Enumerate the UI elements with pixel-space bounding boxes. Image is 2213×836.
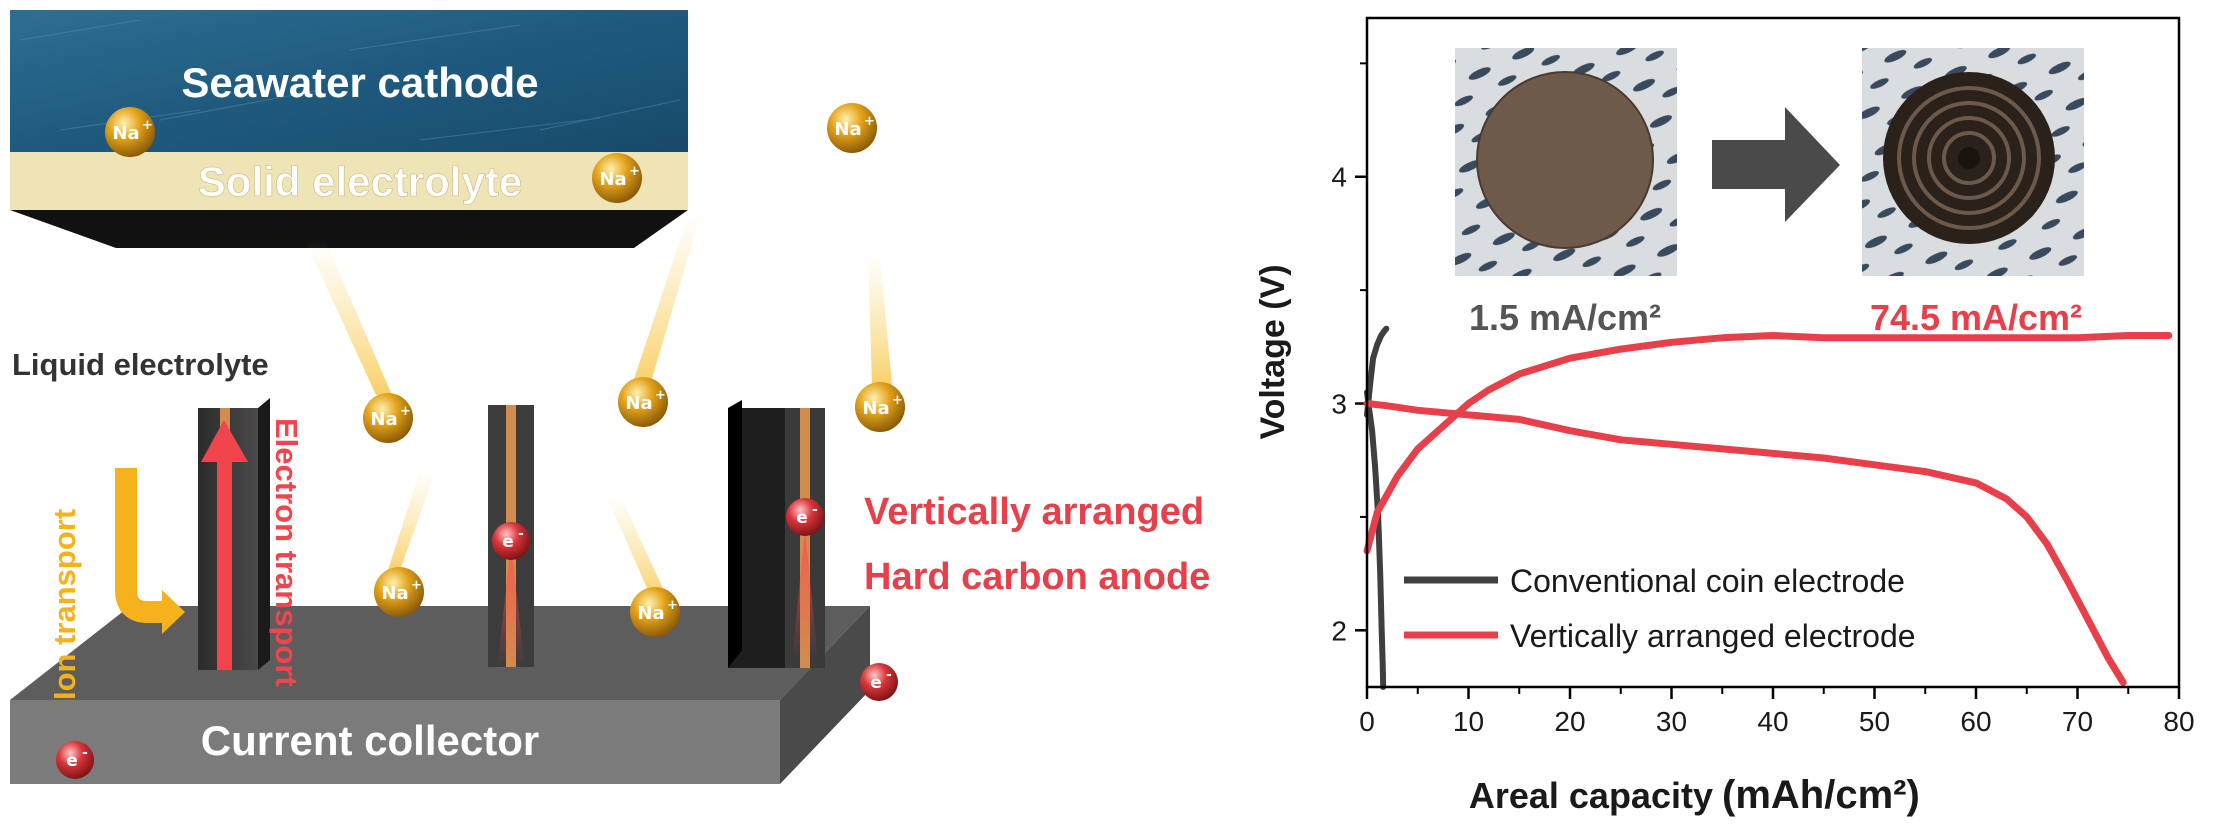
electron-transport-label: Electron transport	[269, 418, 304, 687]
vertical-curve-charge	[1363, 332, 2173, 555]
x-tick-label: 60	[1960, 706, 1991, 737]
electron-charge: -	[82, 745, 88, 761]
electron-charge: -	[812, 502, 818, 518]
na-ion-charge: +	[400, 404, 411, 419]
x-axis-unit: (mAh/cm²)	[1722, 773, 1920, 817]
chart: 2 3 4 0 10 20 30 40 50 60 70 80 1.5 mA/cm² 74.5 mA…	[1254, 16, 2195, 817]
x-tick-label: 0	[1359, 706, 1375, 737]
na-ion-charge: +	[655, 388, 666, 403]
na-ion: Na +	[630, 587, 680, 637]
electron: e -	[492, 522, 530, 560]
ion-transport-label: Ion transport	[47, 509, 82, 700]
na-ion-text: Na	[599, 169, 626, 190]
x-tick-label: 10	[1453, 706, 1484, 737]
current-collector-label: Current collector	[201, 717, 539, 764]
legend-label-conventional: Conventional coin electrode	[1510, 563, 1905, 599]
x-axis-label: Areal capacity	[1469, 775, 1713, 816]
seawater-cathode-label: Seawater cathode	[181, 59, 538, 106]
electron-charge: -	[886, 667, 892, 683]
x-tick-label: 50	[1859, 706, 1890, 737]
plot-frame	[1365, 16, 2181, 689]
rolled-electrode-spiral	[1883, 72, 2055, 244]
x-tick-label: 80	[2163, 706, 2194, 737]
ion-transport-arrow	[115, 468, 185, 634]
na-ion-charge: +	[411, 578, 422, 593]
na-ion: Na +	[374, 567, 424, 617]
x-tick-label: 70	[2062, 706, 2093, 737]
electron: e -	[56, 741, 94, 779]
electron-transport-arrow	[201, 420, 248, 670]
y-axis-label: Voltage (V)	[1254, 264, 1292, 439]
inset-label-left: 1.5 mA/cm²	[1469, 297, 1661, 338]
na-ion: Na +	[105, 107, 155, 157]
na-ion-text: Na	[625, 393, 652, 414]
x-tick-label: 20	[1554, 706, 1585, 737]
electron-charge: -	[518, 526, 524, 542]
y-axis: 2 3 4	[1331, 62, 1367, 646]
na-ion-text: Na	[834, 119, 861, 140]
liquid-electrolyte-label: Liquid electrolyte	[12, 347, 269, 382]
na-ion: Na +	[363, 393, 413, 443]
x-tick-label: 30	[1656, 706, 1687, 737]
electron-text: e	[502, 532, 514, 552]
inset-label-right: 74.5 mA/cm²	[1870, 297, 2082, 338]
na-ion: Na +	[592, 153, 642, 203]
inset-photos: 1.5 mA/cm² 74.5 mA/cm²	[1455, 48, 2084, 338]
electron-text: e	[66, 751, 78, 771]
anode-label-line1: Vertically arranged	[864, 491, 1204, 533]
y-tick-label: 4	[1331, 162, 1347, 193]
conventional-curve-charge	[1364, 325, 1390, 418]
schematic: Seawater cathode Solid electrolyte Liqui…	[10, 10, 1210, 784]
anode-label-line2: Hard carbon anode	[864, 556, 1210, 598]
electron-text: e	[796, 508, 808, 528]
electron: e -	[786, 498, 824, 536]
na-ion-text: Na	[862, 398, 889, 419]
na-ion-text: Na	[370, 409, 397, 430]
coin-electrode-disc	[1476, 71, 1654, 249]
solid-electrolyte-layer	[10, 152, 688, 210]
legend: Conventional coin electrode Vertically a…	[1404, 563, 1916, 654]
solid-electrolyte-label: Solid electrolyte	[198, 158, 522, 205]
legend-label-vertical: Vertically arranged electrode	[1510, 618, 1916, 654]
series-layer	[1363, 325, 2173, 690]
na-ion-text: Na	[637, 603, 664, 624]
na-ion-charge: +	[142, 118, 153, 133]
na-ion-text: Na	[112, 123, 139, 144]
y-tick-label: 2	[1331, 615, 1347, 646]
na-ion: Na +	[855, 382, 905, 432]
na-ion: Na +	[827, 103, 877, 153]
na-ion-charge: +	[892, 393, 903, 408]
na-ion: Na +	[618, 377, 668, 427]
current-collector-front	[10, 700, 780, 784]
electron: e -	[860, 663, 898, 701]
na-ion-charge: +	[629, 164, 640, 179]
x-tick-label: 40	[1757, 706, 1788, 737]
na-ion-charge: +	[864, 114, 875, 129]
separator-slab	[10, 210, 688, 248]
vertical-curve-discharge	[1363, 400, 2127, 686]
ion-beams	[305, 210, 892, 595]
arrow-icon	[1712, 107, 1840, 222]
na-ion-charge: +	[667, 598, 678, 613]
electron-text: e	[870, 673, 882, 693]
current-collector-side	[780, 606, 870, 784]
na-ion-text: Na	[381, 583, 408, 604]
electrode-plate-3	[728, 400, 825, 668]
y-tick-label: 3	[1331, 389, 1347, 420]
x-axis: 0 10 20 30 40 50 60 70 80	[1359, 687, 2195, 737]
